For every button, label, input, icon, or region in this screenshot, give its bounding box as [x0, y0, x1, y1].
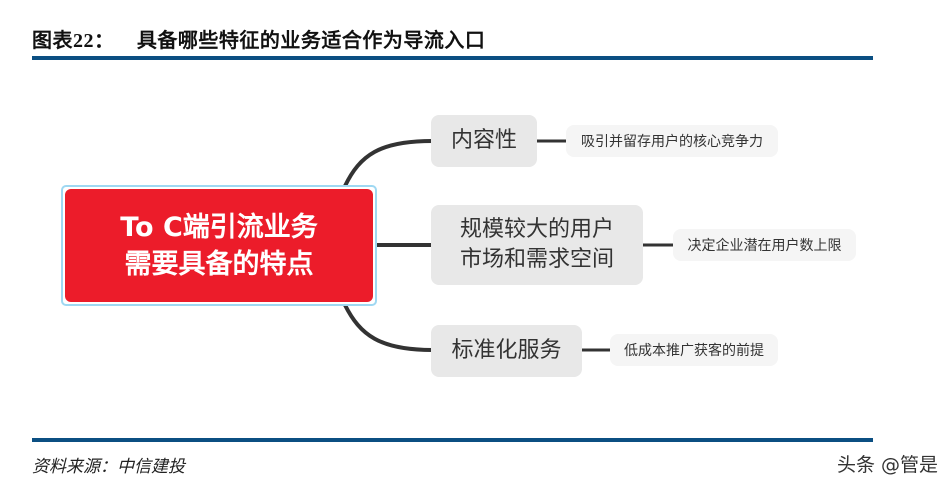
bottom-rule-divider	[32, 438, 873, 442]
figure-title: 图表22： 具备哪些特征的业务适合作为导流入口	[32, 24, 485, 53]
central-topic: To C端引流业务 需要具备的特点	[61, 185, 377, 306]
figure-title-sep: ：	[94, 28, 115, 52]
central-topic-line-2: 需要具备的特点	[124, 248, 314, 280]
central-topic-line-1: To C端引流业务	[120, 211, 318, 243]
top-rule-divider	[32, 56, 873, 60]
watermark: 头条 @管是	[836, 454, 938, 476]
detail-node-market-scale: 决定企业潜在用户数上限	[673, 229, 856, 261]
detail-node-standardized-service: 低成本推广获客的前提	[610, 334, 778, 366]
detail-label: 决定企业潜在用户数上限	[687, 238, 842, 254]
connector-curve-bottom	[343, 304, 433, 352]
branch-label-line-2: 市场和需求空间	[459, 247, 614, 272]
branch-node-market-scale: 规模较大的用户 市场和需求空间	[431, 205, 643, 285]
figure-number: 22	[73, 30, 94, 52]
branch-node-content: 内容性	[431, 115, 537, 167]
connector-curve-top	[343, 139, 433, 187]
detail-label: 低成本推广获客的前提	[624, 343, 764, 359]
branch-label: 标准化服务	[451, 338, 562, 363]
branch-label-line-1: 规模较大的用户	[459, 217, 614, 242]
figure-title-text: 具备哪些特征的业务适合作为导流入口	[136, 28, 486, 52]
branch-node-standardized-service: 标准化服务	[431, 325, 582, 377]
figure-title-prefix: 图表	[32, 28, 73, 52]
central-topic-box: To C端引流业务 需要具备的特点	[65, 189, 373, 302]
detail-node-content: 吸引并留存用户的核心竞争力	[566, 125, 778, 157]
source-note: 资料来源：中信建投	[32, 457, 185, 477]
branch-label: 内容性	[450, 128, 517, 153]
detail-label: 吸引并留存用户的核心竞争力	[581, 134, 763, 150]
